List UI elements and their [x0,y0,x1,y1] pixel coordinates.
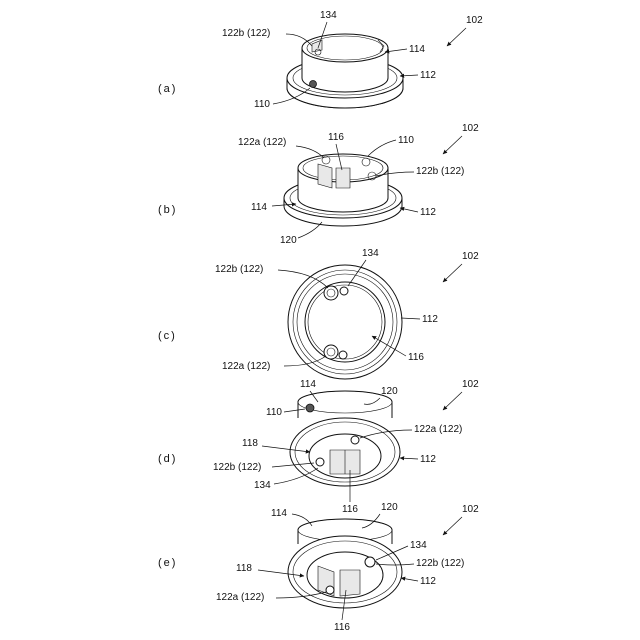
label-112-d: 112 [420,454,436,465]
label-122a-e: 122a (122) [216,592,264,603]
label-120-d: 120 [381,386,398,397]
label-110-a: 110 [254,99,270,110]
label-122b-e: 122b (122) [416,558,464,569]
label-116-e: 116 [334,622,350,633]
view-b: (b) 102 122a (122) 116 110 122b (122) 11… [158,123,479,246]
label-118-d: 118 [242,438,258,449]
label-118-e: 118 [236,563,252,574]
fig-ref-d: 102 [462,379,479,390]
view-label-a: (a) [158,83,177,95]
label-112-e: 112 [420,576,436,587]
view-label-d: (d) [158,453,177,465]
label-114-b: 114 [251,202,267,213]
fig-ref-e: 102 [462,504,479,515]
view-e: (e) 102 114 120 134 122b (122) 118 112 1 [158,502,479,633]
label-112-a: 112 [420,70,436,81]
screw-hole-110 [310,81,317,88]
label-134-d: 134 [254,480,271,491]
view-label-e: (e) [158,557,177,569]
label-122b-a: 122b (122) [222,28,270,39]
label-114-d: 114 [300,379,316,390]
label-122b-c: 122b (122) [215,264,263,275]
label-122a-d: 122a (122) [414,424,462,435]
label-116-d: 116 [342,504,358,515]
view-d: (d) 102 114 120 110 122a (122) 118 122b … [158,379,479,515]
label-120-e: 120 [381,502,398,513]
label-134-c: 134 [362,248,379,259]
label-134-a: 134 [320,10,337,21]
label-112-c: 112 [422,314,438,325]
label-114-e: 114 [271,508,287,519]
label-122b-d: 122b (122) [213,462,261,473]
label-110-d: 110 [266,407,282,418]
screw-hole-110-d [306,404,314,412]
label-110-b: 110 [398,135,414,146]
fig-ref-c: 102 [462,251,479,262]
label-134-e: 134 [410,540,427,551]
cylinder-body-114-b [298,154,388,212]
fig-ref-b: 102 [462,123,479,134]
label-114-a: 114 [409,44,425,55]
label-122b-b: 122b (122) [416,166,464,177]
label-112-b: 112 [420,207,436,218]
label-122a-c: 122a (122) [222,361,270,372]
label-116-c: 116 [408,352,424,363]
view-a: (a) 102 134 122b (122) 114 112 110 [158,10,483,110]
label-116-b: 116 [328,132,344,143]
label-120-b: 120 [280,235,297,246]
label-122a-b: 122a (122) [238,137,286,148]
view-label-b: (b) [158,204,177,216]
view-label-c: (c) [158,330,177,342]
fig-ref-a: 102 [466,15,483,26]
view-c: (c) 102 134 122b (122) 112 122a (122) 11… [158,248,479,379]
